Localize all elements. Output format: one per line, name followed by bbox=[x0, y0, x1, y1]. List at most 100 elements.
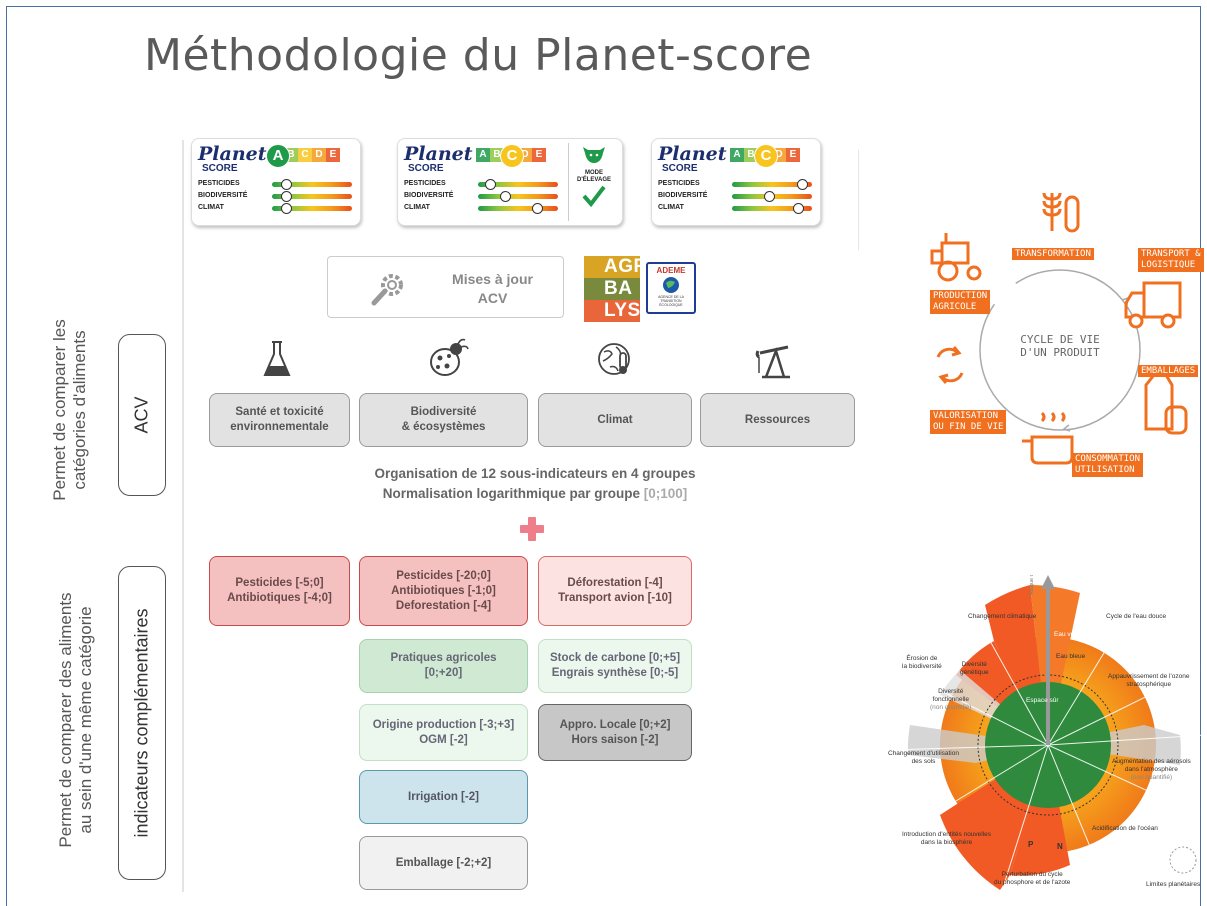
ladybug-icon bbox=[425, 338, 469, 380]
score-row-bar bbox=[272, 194, 352, 199]
score-row-bar bbox=[478, 206, 558, 211]
score-brand: SCORE bbox=[202, 163, 238, 174]
organisation-text: Organisation de 12 sous-indicateurs en 4… bbox=[374, 466, 696, 501]
score-row-bar bbox=[732, 206, 812, 211]
ademe-logo: ADEME AGENCE DE LA TRANSITION ÉCOLOGIQUE bbox=[646, 262, 696, 314]
score-row-knob bbox=[796, 179, 808, 190]
score-row-knob bbox=[499, 191, 511, 202]
planet-brand: Planet bbox=[198, 143, 267, 165]
grade-letter-e: E bbox=[532, 148, 546, 162]
indicator-emballage: Emballage [-2;+2] bbox=[359, 836, 528, 890]
flask-icon bbox=[262, 339, 292, 379]
score-row-bar bbox=[478, 194, 558, 199]
score-row-knob bbox=[280, 191, 292, 202]
score-row-knob bbox=[532, 203, 543, 214]
score-row-bar bbox=[732, 182, 812, 187]
globe-thermometer-icon bbox=[596, 339, 636, 379]
indicator-pratiques-agricoles: Pratiques agricoles[0;+20] bbox=[359, 639, 528, 693]
score-row-label: CLIMAT bbox=[658, 204, 684, 211]
pb-eau: Cycle de l'eau douce bbox=[1106, 613, 1167, 620]
grade-letter-a: A bbox=[266, 144, 290, 168]
grade-letter-c: C bbox=[754, 144, 778, 168]
side-text-top: Permet de comparer les catégories d'alim… bbox=[50, 319, 89, 501]
score-row-bar bbox=[478, 182, 558, 187]
pb-limits: Limites planétaires bbox=[1146, 881, 1201, 888]
side-box-acv: ACV bbox=[118, 334, 166, 496]
pb-ocean: Acidification de l'océan bbox=[1092, 825, 1158, 832]
score-brand: SCORE bbox=[408, 163, 444, 174]
divider-line-right bbox=[858, 150, 859, 250]
lifecycle-diagram: CYCLE DE VIE D'UN PRODUIT TRANSFORMATION… bbox=[900, 185, 1205, 485]
grade-letter-e: E bbox=[326, 148, 340, 162]
score-row-label: PESTICIDES bbox=[658, 180, 700, 187]
grade-letter-a: A bbox=[730, 148, 744, 162]
divider-line bbox=[182, 140, 184, 892]
lifecycle-center: CYCLE DE VIE D'UN PRODUIT bbox=[1020, 333, 1100, 359]
gear-wrench-icon bbox=[368, 270, 408, 308]
score-row-label: PESTICIDES bbox=[198, 180, 240, 187]
score-row-label: PESTICIDES bbox=[404, 180, 446, 187]
category-ressources: Ressources bbox=[700, 393, 855, 447]
score-row-knob bbox=[280, 179, 292, 190]
grade-letter-a: A bbox=[476, 148, 490, 162]
score-row-knob bbox=[485, 179, 497, 190]
score-row-bar bbox=[272, 182, 352, 187]
pb-safe: Espace sûr bbox=[1026, 697, 1059, 704]
grade-letter-c: C bbox=[500, 144, 524, 168]
stage-transformation: TRANSFORMATION bbox=[1012, 248, 1094, 260]
grade-letter-c: C bbox=[298, 148, 312, 162]
grade-letter-d: D bbox=[312, 148, 326, 162]
side-box-indicateurs: indicateurs complémentaires bbox=[118, 566, 166, 880]
score-row-knob bbox=[764, 191, 776, 202]
pb-risk: Risque croissant bbox=[1028, 575, 1036, 595]
indicator-deforestation-transport: Déforestation [-4]Transport avion [-10] bbox=[538, 556, 692, 626]
pb-climat: Changement climatique bbox=[968, 613, 1037, 620]
grade-letter-e: E bbox=[786, 148, 800, 162]
check-icon bbox=[569, 184, 619, 213]
planetary-boundaries-diagram: Changement climatique Cycle de l'eau dou… bbox=[880, 575, 1207, 897]
indicator-pesticides-deforestation: Pesticides [-20;0]Antibiotiques [-1;0]De… bbox=[359, 556, 528, 626]
acv-update-box bbox=[327, 256, 564, 318]
indicator-appro-locale: Appro. Locale [0;+2]Hors saison [-2] bbox=[538, 704, 692, 761]
planet-brand: Planet bbox=[658, 143, 727, 165]
stage-emballages: EMBALLAGES bbox=[1138, 365, 1199, 377]
score-row-knob bbox=[280, 203, 292, 214]
planet-brand: Planet bbox=[404, 143, 473, 165]
stage-transport: TRANSPORT &LOGISTIQUE bbox=[1138, 248, 1204, 272]
pb-eau-bleue: Eau bleue bbox=[1056, 653, 1086, 660]
score-row-knob bbox=[793, 203, 805, 214]
indicator-pesticides-antibiotiques: Pesticides [-5;0]Antibiotiques [-4;0] bbox=[209, 556, 350, 626]
score-row-label: CLIMAT bbox=[198, 204, 224, 211]
indicator-origine-ogm: Origine production [-3;+3]OGM [-2] bbox=[359, 704, 528, 761]
cow-icon bbox=[583, 147, 605, 163]
agribalyse-logo: AGRI BA LYSE bbox=[584, 256, 653, 322]
score-row-label: BIODIVERSITÉ bbox=[198, 192, 248, 199]
score-row-label: BIODIVERSITÉ bbox=[658, 192, 708, 199]
category-climat: Climat bbox=[538, 393, 692, 447]
acv-update-label: Mises à jour ACV bbox=[452, 271, 533, 306]
page-title: Méthodologie du Planet-score bbox=[144, 30, 813, 81]
slide-frame bbox=[6, 6, 1201, 906]
pb-n: N bbox=[1057, 842, 1063, 851]
pb-p: P bbox=[1028, 840, 1034, 849]
category-biodiversite: Biodiversité& écosystèmes bbox=[359, 393, 528, 447]
indicator-stock-carbone: Stock de carbone [0;+5]Engrais synthèse … bbox=[538, 639, 692, 693]
oil-pump-icon bbox=[754, 343, 794, 379]
